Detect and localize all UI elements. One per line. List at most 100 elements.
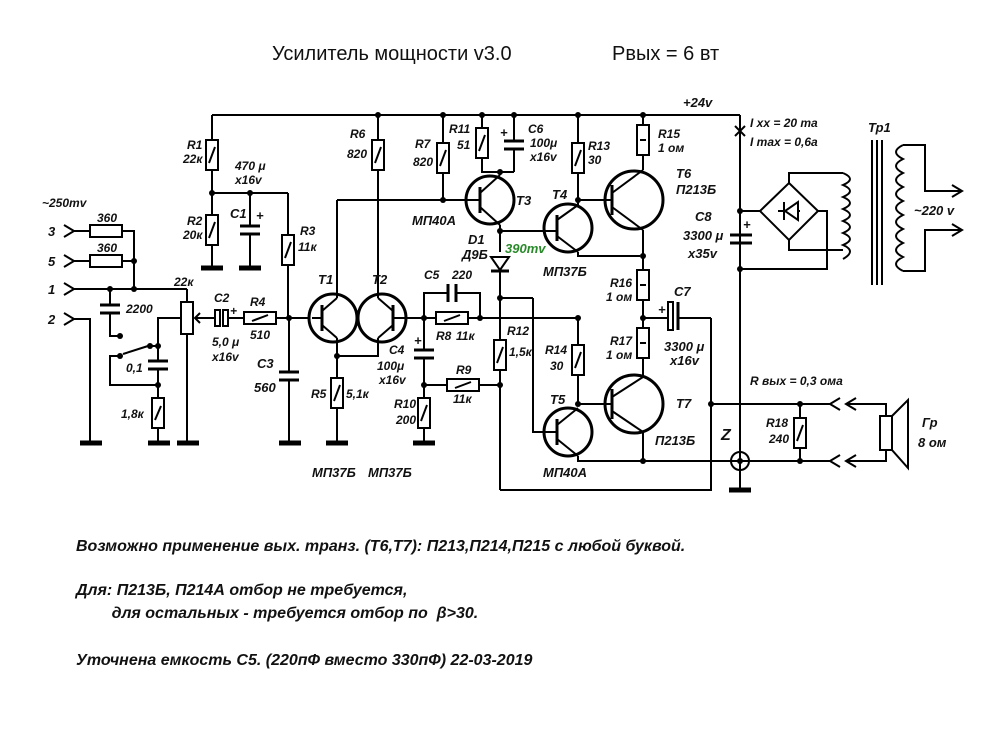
t3-label: T3	[516, 193, 532, 208]
c6-label: C6	[528, 122, 544, 136]
t5-group: R14 30 T5 МП40А	[532, 298, 643, 480]
t5-type: МП40А	[543, 465, 587, 480]
r11-label: R11	[449, 122, 470, 136]
r16-label: R16	[610, 276, 632, 290]
cap-2200-value: 2200	[125, 302, 153, 316]
r1-label: R1	[187, 138, 203, 152]
power-supply: C8 3300 μ x35v + Тр1 ~220 v	[683, 120, 964, 285]
t5-label: T5	[550, 392, 566, 407]
t6-label: T6	[676, 166, 692, 181]
c7-label: C7	[674, 284, 691, 299]
bias-network: R1 22к R2 20к 470 μ x16v C1 + R3 11к	[182, 115, 317, 318]
t6-type: П213Б	[676, 182, 716, 197]
r15-label: R15	[658, 127, 680, 141]
output-resistance: R вых = 0,3 ома	[750, 374, 843, 388]
c3-value: 560	[254, 380, 276, 395]
t7-group: + C7 3300 μ x16v R17 1 ом T7 П213Б	[603, 284, 800, 464]
input-pin-3: 3	[48, 224, 56, 239]
input-stage: T1 T2 R5 5,1к МП37Б МП37Б	[307, 115, 476, 480]
svg-text:+: +	[658, 302, 666, 317]
r12-label: R12	[507, 324, 529, 338]
r10-label: R10	[394, 397, 416, 411]
primary-winding	[895, 144, 906, 272]
r10-value: 200	[395, 413, 416, 427]
r6-group: R6 820	[347, 112, 385, 171]
speaker-jack-2	[828, 454, 841, 468]
r15-value: 1 ом	[658, 141, 684, 155]
speaker-jack-1	[828, 397, 841, 411]
secondary-winding	[840, 172, 851, 260]
current-test-point	[734, 125, 746, 137]
t1-type: МП37Б	[312, 465, 356, 480]
note-revision: Уточнена емкость С5. (220пФ вместо 330пФ…	[76, 652, 533, 669]
r6-label: R6	[350, 127, 366, 141]
pin-2-connector	[63, 312, 76, 326]
r4-value: 510	[250, 328, 270, 342]
d1-voltage-measurement: 390mv	[505, 241, 546, 256]
volume-pot-value: 22к	[173, 275, 194, 289]
input-section: ~250mv 3 5 1 2 360 360 2200	[42, 196, 215, 446]
c4-value: 100μ	[377, 359, 405, 373]
t4-label: T4	[552, 187, 568, 202]
d1-type: Д9Б	[461, 247, 488, 262]
c2-value: 5,0 μ	[212, 335, 240, 349]
cap-c2	[214, 309, 221, 327]
c2-label: C2	[214, 291, 230, 305]
r18-label: R18	[766, 416, 788, 430]
r16-value: 1 ом	[606, 290, 632, 304]
c7-value: 3300 μ	[664, 339, 705, 354]
t4-group: R13 30 T4 МП37Б	[542, 112, 640, 279]
r1-value: 22к	[182, 152, 203, 166]
tone-switch[interactable]	[122, 345, 149, 355]
svg-text:+: +	[743, 217, 751, 232]
c7-rating: x16v	[669, 353, 700, 368]
r14-label: R14	[545, 343, 567, 357]
r5-value: 5,1к	[346, 387, 370, 401]
r8-value: 11к	[456, 329, 475, 343]
pin-1-connector	[63, 282, 76, 296]
r17-value: 1 ом	[606, 348, 632, 362]
transistor-t6	[603, 169, 665, 231]
r7-value: 820	[413, 155, 433, 169]
input-level: ~250mv	[42, 196, 88, 210]
d1-label: D1	[468, 232, 485, 247]
t2-label: T2	[372, 272, 388, 287]
r11-value: 51	[457, 138, 471, 152]
c1-label: C1	[230, 206, 247, 221]
r-input-5-value: 360	[97, 241, 117, 255]
t2-type: МП37Б	[368, 465, 412, 480]
pin-5-connector	[63, 254, 76, 268]
c6-value: 100μ	[530, 136, 558, 150]
max-current: I max = 0,6a	[750, 135, 818, 149]
note-transistor-substitution: Возможно применение вых. транз. (T6,T7):…	[76, 538, 686, 555]
c5-value: 220	[451, 268, 472, 282]
input-pin-5: 5	[48, 254, 56, 269]
speaker-label: Гр	[922, 415, 938, 430]
t4-type: МП37Б	[543, 264, 587, 279]
output-power: Рвых = 6 вт	[612, 43, 719, 65]
r13-value: 30	[588, 153, 602, 167]
r2-value: 20к	[182, 228, 203, 242]
output-section: R вых = 0,3 ома R18 240 Гр 8 ом Z	[708, 374, 947, 493]
z-label: Z	[720, 427, 732, 444]
r9-label: R9	[456, 363, 472, 377]
input-pin-1: 1	[48, 282, 55, 297]
pin-3-connector	[63, 224, 76, 238]
volume-pot[interactable]	[180, 301, 194, 335]
r-input-3-value: 360	[97, 211, 117, 225]
t7-type: П213Б	[655, 433, 695, 448]
t7-label: T7	[676, 396, 692, 411]
mains-voltage: ~220 v	[914, 203, 955, 218]
c8-value: 3300 μ	[683, 228, 724, 243]
r5-label: R5	[311, 387, 327, 401]
speaker	[879, 415, 893, 451]
c1-rating: x16v	[234, 173, 263, 187]
diode-d1	[489, 256, 511, 272]
r-input-5	[89, 254, 123, 268]
c1-value: 470 μ	[234, 159, 266, 173]
driver-stage: R7 820 МП40А R11 51 + C6 100μ x16v T3 D1…	[412, 112, 558, 490]
r8-label: R8	[436, 329, 452, 343]
t6-group: R15 1 ом T6 П213Б R16 1 ом	[603, 112, 716, 328]
c8-rating: x35v	[687, 246, 718, 261]
